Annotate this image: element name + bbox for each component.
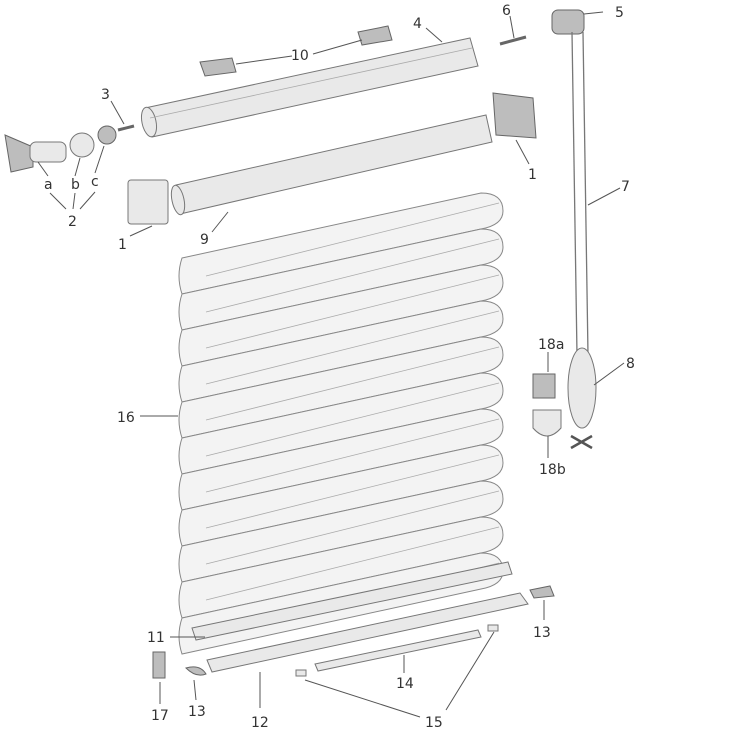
vane-fold: [205, 418, 500, 493]
vane-fold: [205, 454, 500, 529]
bottom-rail-insert: [314, 629, 482, 672]
bottom-weight-bar: [191, 561, 513, 641]
label-14: 14: [396, 676, 414, 692]
shade-vane: [178, 300, 504, 403]
mounting-clip: [199, 57, 237, 77]
label-15: 15: [425, 715, 443, 731]
shade-vane: [178, 228, 504, 331]
label-a: a: [44, 177, 53, 193]
screw: [499, 35, 527, 46]
tensioner-plate: [532, 409, 562, 437]
leader-lines: [37, 11, 625, 718]
label-13-left: 13: [188, 704, 206, 720]
label-12: 12: [251, 715, 269, 731]
roller-tube: [140, 37, 479, 138]
tensioner-bracket: [532, 373, 556, 399]
label-2: 2: [68, 214, 77, 230]
label-18a: 18a: [538, 337, 564, 353]
label-6: 6: [502, 3, 511, 19]
vane-fold: [205, 382, 500, 457]
idle-end-assembly: [4, 124, 135, 173]
end-cap: [185, 666, 207, 676]
label-7: 7: [621, 179, 630, 195]
cord-loop: [571, 31, 589, 356]
shade-vane: [178, 192, 504, 295]
label-17: 17: [151, 708, 169, 724]
shade-vane: [178, 336, 504, 439]
shade-vane: [178, 264, 504, 367]
vane-fold: [205, 274, 500, 349]
label-10: 10: [291, 48, 309, 64]
label-5: 5: [615, 5, 624, 21]
vane-fold: [205, 526, 500, 601]
shade-vane: [178, 444, 504, 547]
end-bracket-right: [492, 92, 537, 139]
mounting-clip: [357, 25, 393, 46]
label-16: 16: [117, 410, 135, 426]
end-plug: [487, 624, 499, 632]
vane-fold: [205, 490, 500, 565]
shade-vane: [178, 408, 504, 511]
vane-fold: [205, 238, 500, 313]
label-18b: 18b: [539, 462, 566, 478]
hold-down-bracket: [152, 651, 166, 679]
bottom-rail: [206, 592, 529, 673]
shade-vane: [178, 480, 504, 583]
label-13-right: 13: [533, 625, 551, 641]
label-11: 11: [147, 630, 165, 646]
label-b: b: [71, 177, 80, 193]
shade-vane: [178, 372, 504, 475]
label-1-right: 1: [528, 167, 537, 183]
screw: [570, 434, 593, 450]
shade-fabric: [178, 192, 504, 655]
label-9: 9: [200, 232, 209, 248]
end-plug: [295, 669, 307, 677]
label-1-left: 1: [118, 237, 127, 253]
end-bracket-left: [127, 179, 169, 225]
cord-tensioner: [567, 347, 597, 429]
end-cap: [529, 585, 555, 599]
label-3: 3: [101, 87, 110, 103]
label-8: 8: [626, 356, 635, 372]
label-4: 4: [413, 16, 422, 32]
fabric-tube: [170, 114, 493, 216]
chain-drive: [551, 9, 585, 35]
vane-fold: [205, 202, 500, 277]
vane-fold: [205, 346, 500, 421]
shade-vane: [178, 516, 504, 619]
label-c: c: [91, 174, 99, 190]
vane-fold: [205, 310, 500, 385]
